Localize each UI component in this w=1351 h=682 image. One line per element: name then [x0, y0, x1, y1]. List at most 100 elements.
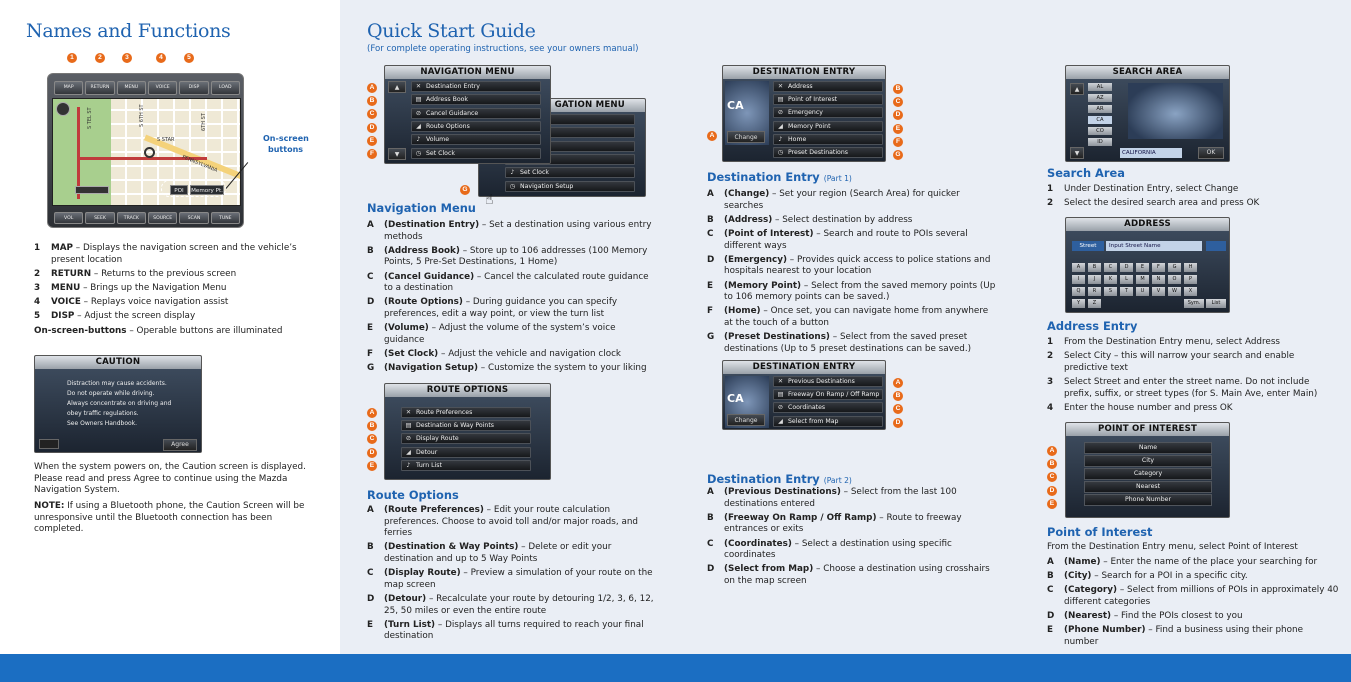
- key-v[interactable]: V: [1152, 287, 1165, 296]
- search-down-arrow[interactable]: ▼: [1070, 147, 1084, 159]
- key-s[interactable]: S: [1104, 287, 1117, 296]
- state-item[interactable]: AZ: [1088, 94, 1112, 102]
- list-key[interactable]: List: [1206, 299, 1226, 308]
- key-n[interactable]: N: [1152, 275, 1165, 284]
- item-text: (Destination Entry) – Set a destination …: [384, 220, 657, 243]
- key-o[interactable]: O: [1168, 275, 1181, 284]
- key-x[interactable]: X: [1184, 287, 1197, 296]
- dest-entry-2-row[interactable]: ▤Freeway On Ramp / Off Ramp: [773, 389, 883, 401]
- state-item[interactable]: AL: [1088, 83, 1112, 91]
- nav-menu-row[interactable]: ✕Destination Entry: [411, 81, 541, 92]
- key-r[interactable]: R: [1088, 287, 1101, 296]
- key-c[interactable]: C: [1104, 263, 1117, 272]
- state-item[interactable]: ID: [1088, 138, 1112, 146]
- nav-menu-back-row[interactable]: ♪Set Clock: [505, 167, 635, 179]
- key-z[interactable]: Z: [1088, 299, 1101, 308]
- search-up-arrow[interactable]: ▲: [1070, 83, 1084, 95]
- unit-vol-button[interactable]: VOL: [54, 212, 84, 224]
- key-b[interactable]: B: [1088, 263, 1101, 272]
- nav-menu-row[interactable]: ♪Volume: [411, 134, 541, 146]
- nav-menu-row[interactable]: ◷Set Clock: [411, 147, 541, 159]
- dest-entry-2-row[interactable]: ◢Select from Map: [773, 415, 883, 427]
- quick-start-subtitle: (For complete operating instructions, se…: [367, 44, 639, 54]
- unit-seek-button[interactable]: SEEK: [85, 212, 115, 224]
- poi-onscreen-button[interactable]: POI: [170, 185, 188, 195]
- dest-entry-row[interactable]: ⊘Emergency: [773, 107, 883, 119]
- poi-option[interactable]: Name: [1084, 442, 1212, 454]
- key-k[interactable]: K: [1104, 275, 1117, 284]
- dest-entry-row[interactable]: ✕Address: [773, 81, 883, 92]
- key-e[interactable]: E: [1136, 263, 1149, 272]
- key-f[interactable]: F: [1152, 263, 1165, 272]
- key-h[interactable]: H: [1184, 263, 1197, 272]
- item-desc: – Cancel the calculated route guidance t…: [384, 271, 649, 294]
- key-a[interactable]: A: [1072, 263, 1085, 272]
- unit-disp-button[interactable]: DISP: [179, 81, 209, 95]
- route-options-row[interactable]: ♪Turn List: [401, 459, 531, 471]
- change-button-2[interactable]: Change: [727, 414, 765, 426]
- nav-menu-row[interactable]: ▤Address Book: [411, 94, 541, 106]
- unit-return-button[interactable]: RETURN: [85, 81, 115, 95]
- item-desc: – Preview a simulation of your route on …: [384, 568, 653, 590]
- poi-option[interactable]: City: [1084, 455, 1212, 467]
- key-g[interactable]: G: [1168, 263, 1181, 272]
- route-options-row[interactable]: ✕Route Preferences: [401, 407, 531, 418]
- key-t[interactable]: T: [1120, 287, 1133, 296]
- key-i[interactable]: I: [1072, 275, 1085, 284]
- state-item[interactable]: CO: [1088, 127, 1112, 135]
- unit-map-button[interactable]: MAP: [54, 81, 84, 95]
- search-ok-button[interactable]: OK: [1198, 147, 1224, 159]
- nav-menu-row[interactable]: ◢Route Options: [411, 120, 541, 132]
- nav-menu-back-row[interactable]: ◷Navigation Setup: [505, 180, 635, 192]
- sym-key[interactable]: Sym.: [1184, 299, 1204, 308]
- row-icon: ◢: [416, 122, 421, 130]
- unit-source-button[interactable]: SOURCE: [147, 212, 178, 224]
- dest-entry-2-body: CA Change ✕Previous Destinations▤Freeway…: [723, 374, 885, 429]
- nav-menu-row[interactable]: ⊘Cancel Guidance: [411, 107, 541, 119]
- dest-entry-2-row[interactable]: ⊘Coordinates: [773, 402, 883, 414]
- key-d[interactable]: D: [1120, 263, 1133, 272]
- unit-voice-button[interactable]: VOICE: [147, 81, 178, 95]
- key-y[interactable]: Y: [1072, 299, 1085, 308]
- route-options-body: ✕Route Preferences ▤Destination & Way Poi…: [385, 397, 550, 479]
- state-item[interactable]: AR: [1088, 105, 1112, 113]
- dest-entry-row[interactable]: ♪Home: [773, 133, 883, 145]
- key-q[interactable]: Q: [1072, 287, 1085, 296]
- dest1-marker-e: E: [893, 123, 903, 134]
- street-label-1: S TEL ST: [87, 107, 93, 129]
- poi-option[interactable]: Phone Number: [1084, 494, 1212, 506]
- route-options-row[interactable]: ◢Detour: [401, 446, 531, 458]
- search-value-field[interactable]: CALIFORNIA: [1120, 148, 1182, 158]
- scroll-up-arrow[interactable]: ▲: [388, 81, 406, 93]
- unit-tune-button[interactable]: TUNE: [210, 212, 240, 224]
- scroll-down-arrow[interactable]: ▼: [388, 148, 406, 160]
- dest-entry-row[interactable]: ◷Preset Destinations: [773, 147, 883, 158]
- item-letter: E: [367, 323, 374, 334]
- poi-option[interactable]: Category: [1084, 468, 1212, 480]
- dest-entry-2-row[interactable]: ✕Previous Destinations: [773, 376, 883, 387]
- key-u[interactable]: U: [1136, 287, 1149, 296]
- route-options-row[interactable]: ▤Destination & Way Points: [401, 420, 531, 432]
- unit-track-button[interactable]: TRACK: [116, 212, 146, 224]
- item-desc: – Customize the system to your liking: [477, 363, 647, 374]
- dest-entry-row[interactable]: ▤Point of Interest: [773, 94, 883, 106]
- key-w[interactable]: W: [1168, 287, 1181, 296]
- state-item[interactable]: CA: [1088, 116, 1112, 124]
- poi-option[interactable]: Nearest: [1084, 481, 1212, 493]
- key-p[interactable]: P: [1184, 275, 1197, 284]
- item-key: DISP: [51, 311, 75, 322]
- unit-load-button[interactable]: LOAD: [210, 81, 240, 95]
- key-l[interactable]: L: [1120, 275, 1133, 284]
- unit-menu-button[interactable]: MENU: [116, 81, 146, 95]
- item-letter: 2: [34, 268, 41, 279]
- dest-entry-row[interactable]: ◢Memory Point: [773, 120, 883, 132]
- key-j[interactable]: J: [1088, 275, 1101, 284]
- route-options-row[interactable]: ⊘Display Route: [401, 433, 531, 445]
- key-m[interactable]: M: [1136, 275, 1149, 284]
- list-item: C(Category) – Select from millions of PO…: [1047, 585, 1339, 608]
- agree-button[interactable]: Agree: [163, 439, 197, 451]
- change-button[interactable]: Change: [727, 131, 765, 143]
- street-input[interactable]: Input Street Name: [1106, 241, 1202, 251]
- unit-scan-button[interactable]: SCAN: [179, 212, 209, 224]
- street-clear-button[interactable]: [1206, 241, 1226, 251]
